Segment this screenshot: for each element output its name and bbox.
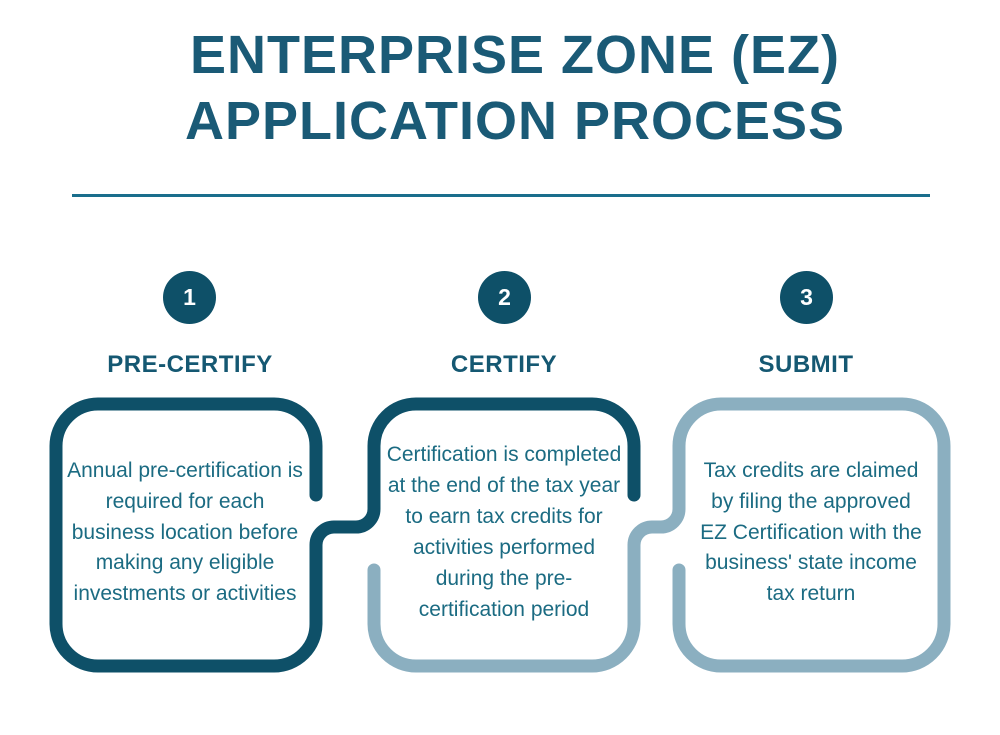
step-3-description: Tax credits are claimed by filing the ap… [700,458,922,606]
step-1-label: PRE-CERTIFY [107,351,273,378]
title-divider [72,194,930,197]
light-flow-path [367,397,951,673]
step-1-description: Annual pre-certification is required for… [67,458,303,606]
step-2-description-box: Certification is completed at the end of… [386,408,622,658]
step-2-number-badge: 2 [478,271,531,324]
page-title-line2: APPLICATION PROCESS [184,91,846,151]
step-2-number: 2 [498,284,511,310]
step-3-number-badge: 3 [780,271,833,324]
page-title: ENTERPRISE ZONE (EZ) APPLICATION PROCESS [30,22,1000,154]
step-3-number: 3 [800,284,813,310]
step-2-description: Certification is completed at the end of… [386,443,622,621]
step-3-label: SUBMIT [758,351,854,378]
step-2-label: CERTIFY [450,351,558,378]
step-1-number: 1 [183,284,196,310]
page-title-line1: ENTERPRISE ZONE (EZ) [189,25,841,85]
step-1-description-box: Annual pre-certification is required for… [67,408,303,658]
dark-flow-path [49,397,641,673]
step-3-description-box: Tax credits are claimed by filing the ap… [700,408,922,658]
step-1-number-badge: 1 [163,271,216,324]
